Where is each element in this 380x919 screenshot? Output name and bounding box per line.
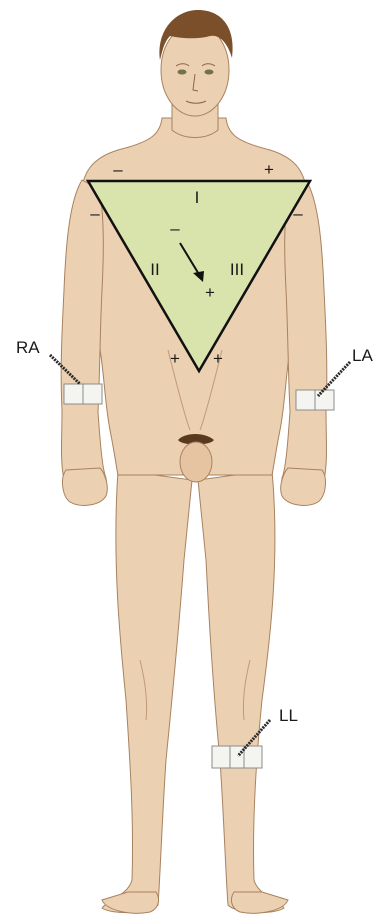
right-arm	[61, 180, 106, 502]
right-hand	[63, 468, 108, 505]
lead-iii-label: III	[230, 260, 244, 279]
la-label: LA	[352, 346, 373, 365]
left-arm	[282, 180, 327, 502]
ra-lead-i-sign: –	[113, 160, 123, 179]
axis-tail-sign: –	[170, 219, 180, 238]
left-hand	[281, 468, 326, 505]
human-body-figure	[61, 10, 327, 913]
left-leg	[198, 470, 284, 913]
ra-label: RA	[16, 338, 40, 357]
la-lead-i-sign: +	[264, 160, 274, 179]
ll-label: LL	[279, 706, 298, 725]
lead-ii-label: II	[150, 260, 159, 279]
ll-ankle-band	[212, 746, 262, 768]
right-leg	[102, 470, 192, 913]
genitals	[180, 442, 212, 482]
axis-head-sign: +	[205, 283, 215, 302]
lead-i-label: I	[195, 188, 200, 207]
la-lead-iii-sign: –	[293, 204, 303, 223]
ll-lead-ii-sign: +	[170, 349, 180, 368]
ra-lead-ii-sign: –	[90, 204, 100, 223]
ll-lead-iii-sign: +	[213, 349, 223, 368]
